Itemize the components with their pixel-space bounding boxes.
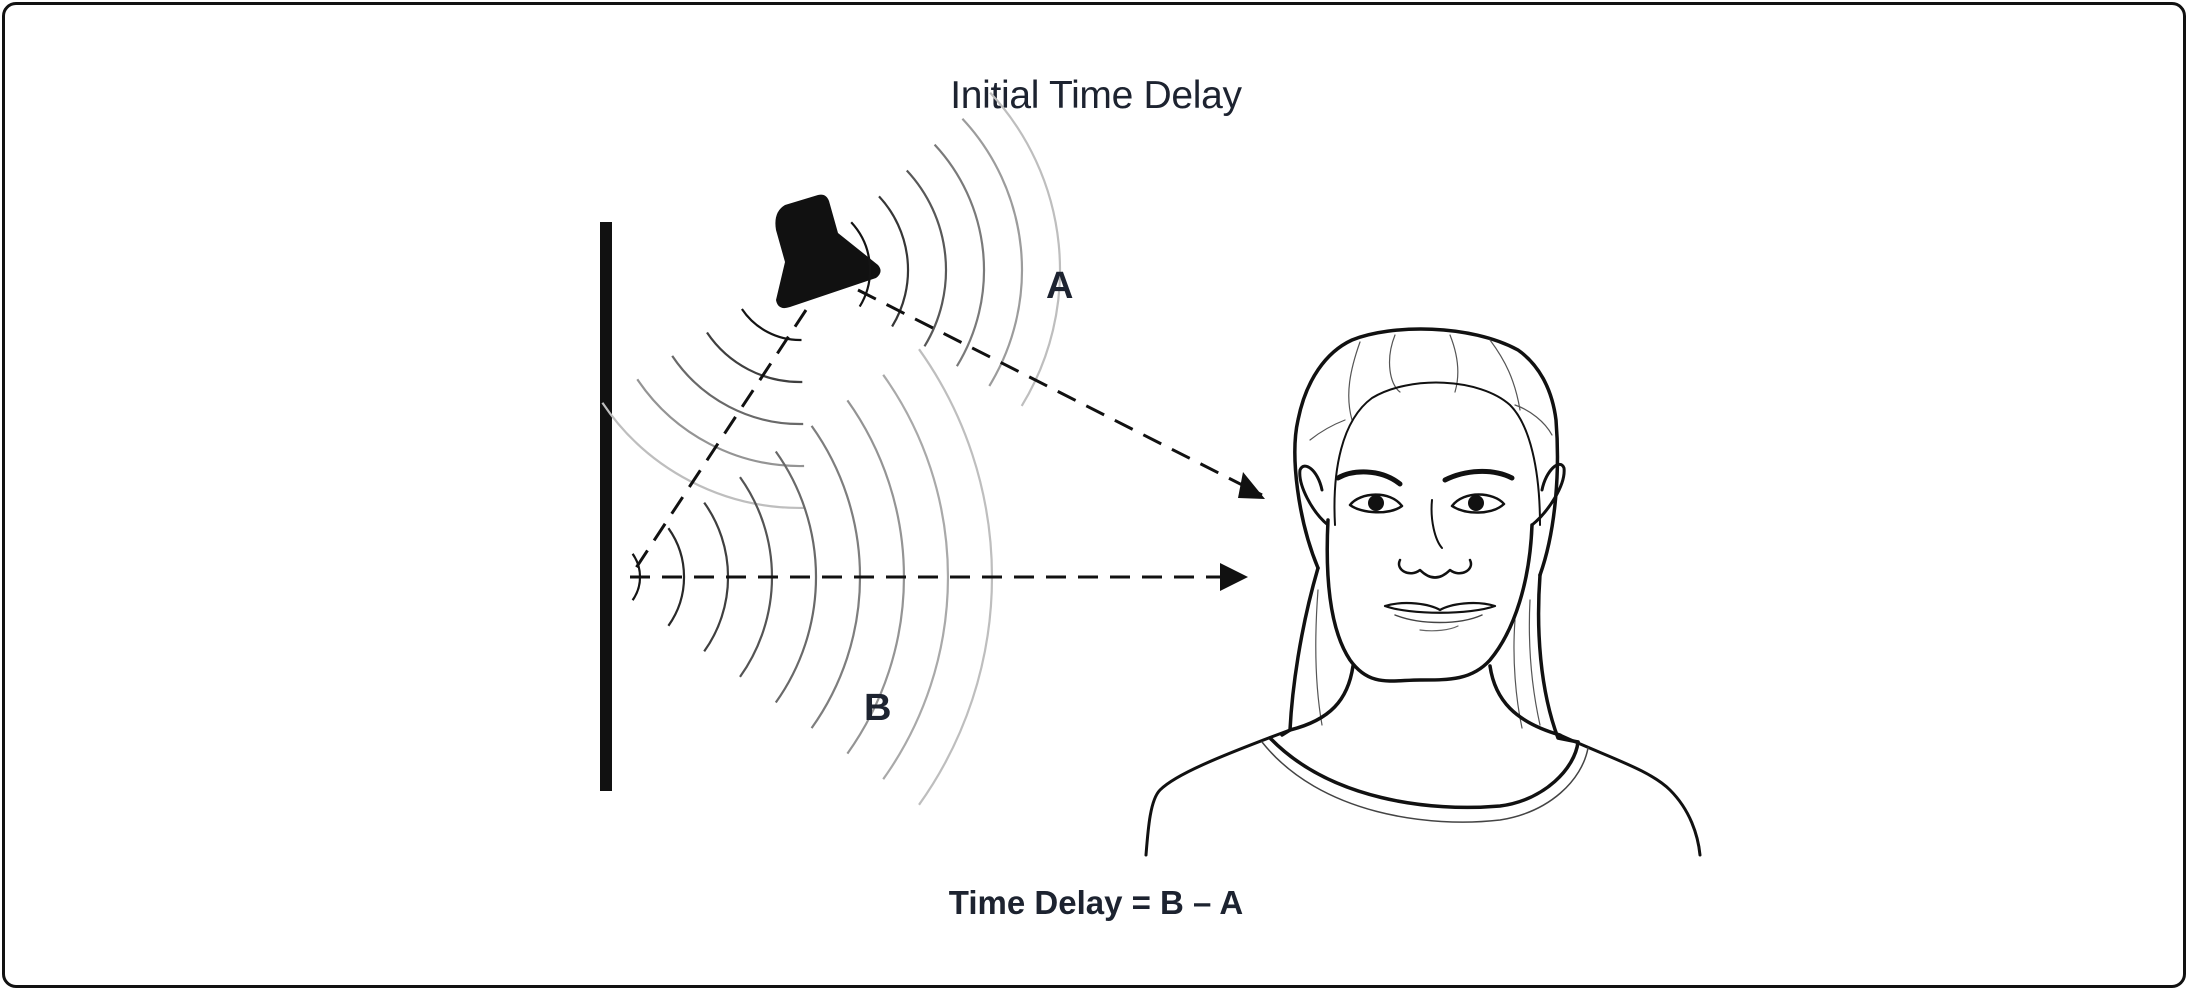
wave-arc-direct <box>905 169 948 347</box>
wave-arc-direct <box>933 143 986 367</box>
direct-path-arrowhead <box>1238 472 1265 499</box>
label-b: B <box>864 687 891 729</box>
wave-arc-to-wall <box>601 402 805 510</box>
wave-arc-to-wall <box>671 355 804 426</box>
wave-fronts-reflected <box>631 348 994 806</box>
reflected-path-to-wall <box>628 309 808 578</box>
listener-head <box>1144 327 1702 857</box>
wave-arc-reflected <box>667 527 686 627</box>
time-delay-formula: Time Delay = B – A <box>948 884 1244 921</box>
reflected-path-arrowhead <box>1220 563 1248 591</box>
label-a: A <box>1046 265 1073 307</box>
wave-arc-to-wall <box>636 378 805 468</box>
wave-fronts-direct <box>601 92 1062 510</box>
wave-arc-direct <box>989 92 1062 407</box>
wave-arc-reflected <box>774 450 818 704</box>
wave-arc-direct <box>961 117 1024 387</box>
wave-arc-reflected <box>882 374 950 780</box>
wave-arc-to-wall <box>706 331 803 384</box>
wall <box>600 222 612 791</box>
direct-path-arrow <box>857 288 1263 497</box>
speaker-icon <box>775 194 881 309</box>
diagram-title: Initial Time Delay <box>950 74 1242 117</box>
wave-arc-direct <box>850 221 872 308</box>
wave-arc-to-wall <box>740 308 802 342</box>
